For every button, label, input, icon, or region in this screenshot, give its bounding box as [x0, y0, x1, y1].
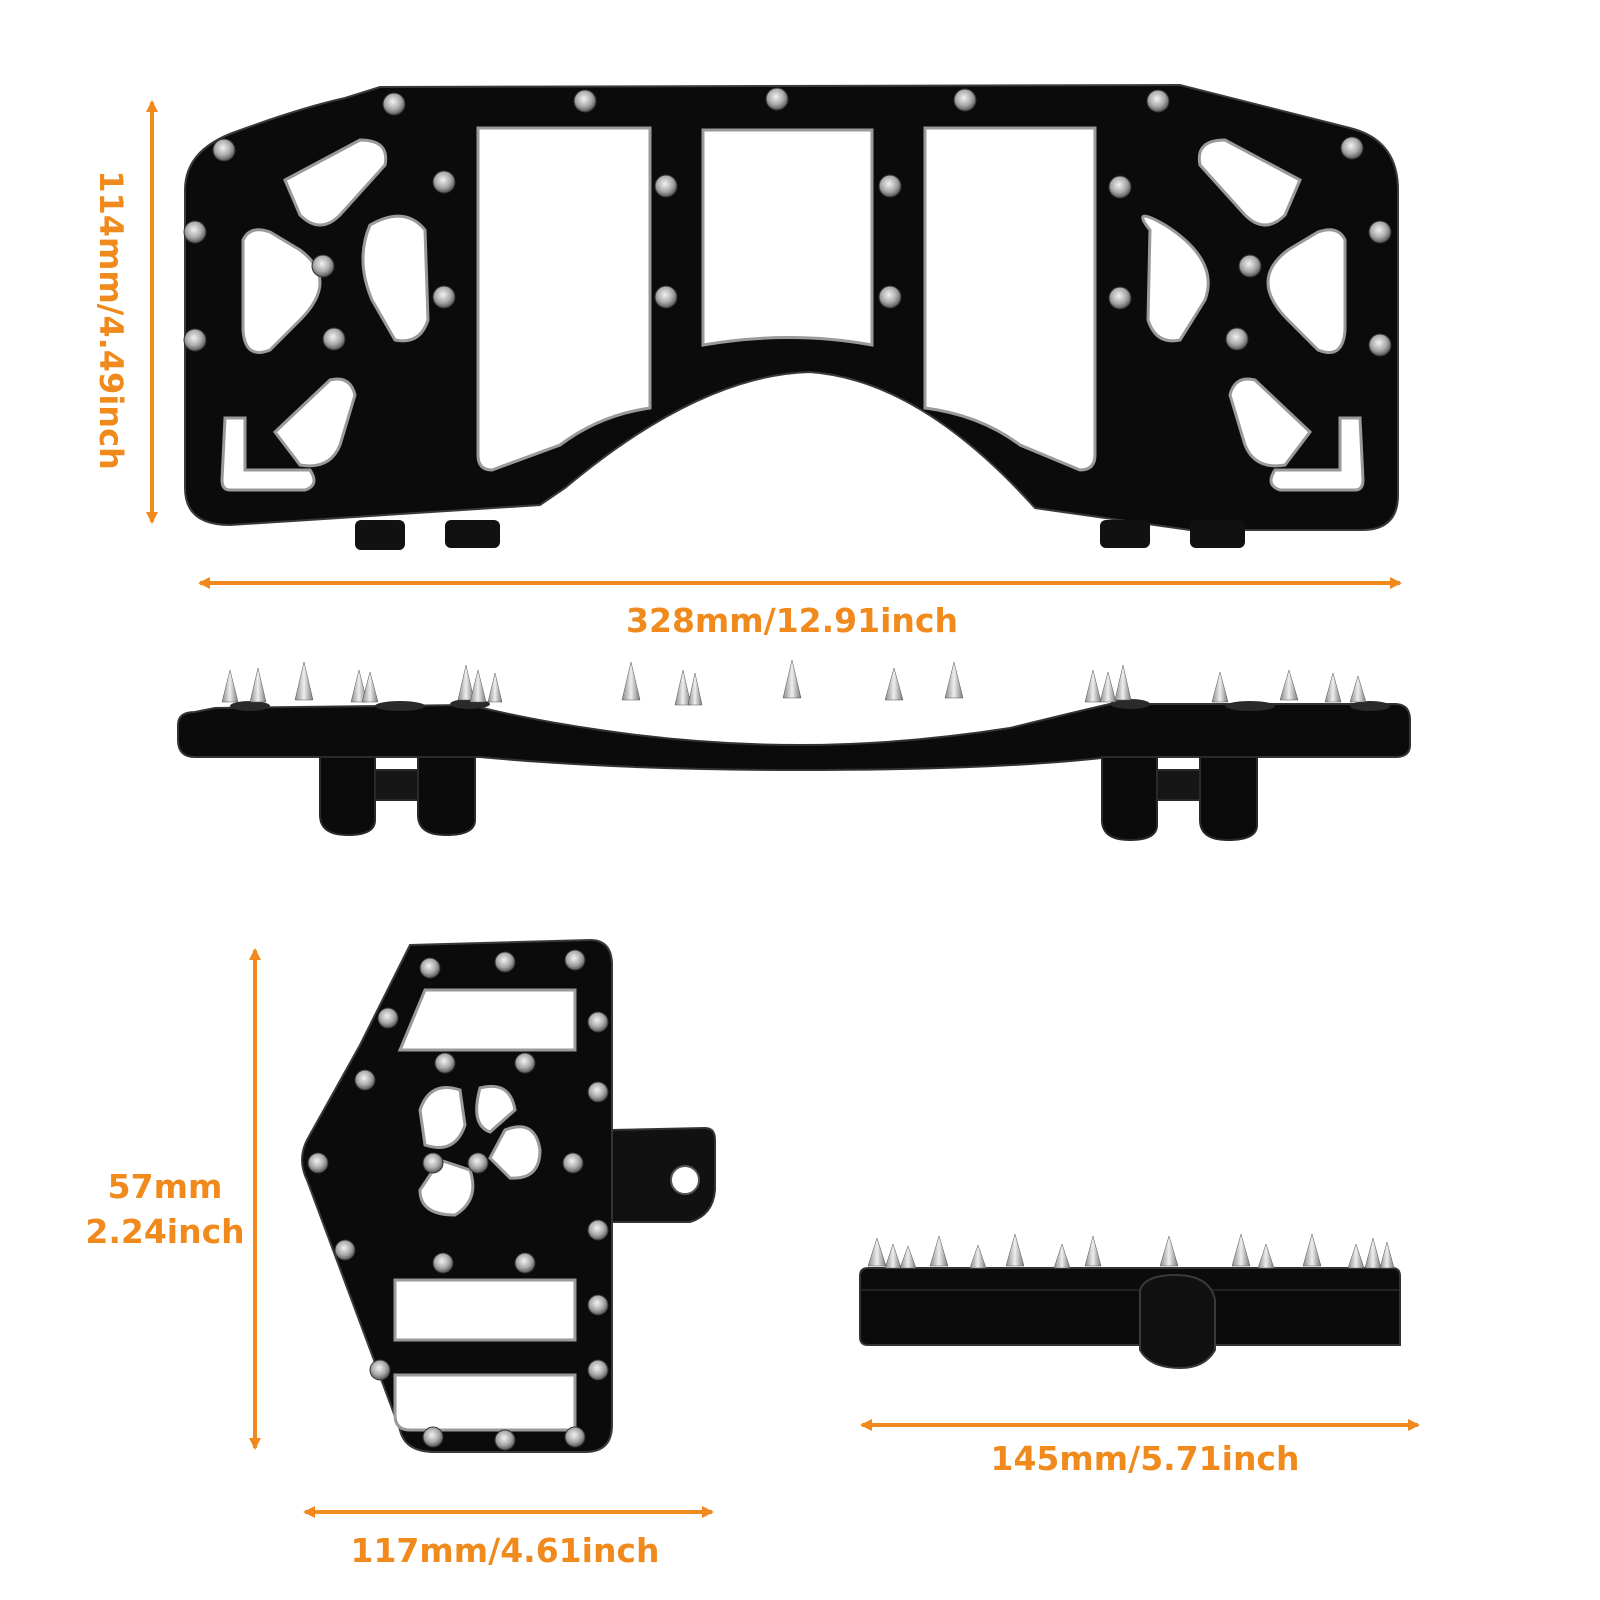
top-view-peg	[301, 938, 716, 1453]
top-width-dimension: 328mm/12.91inch	[198, 577, 1402, 640]
peg-height-dimension: 57mm 2.24inch	[85, 948, 261, 1450]
side-peg-spikes	[867, 1233, 1395, 1269]
peg-height-label-in: 2.24inch	[85, 1212, 244, 1251]
side-peg-mount	[1139, 1273, 1216, 1370]
peg-height-label-mm: 57mm	[108, 1167, 223, 1206]
floorboard-bolts	[183, 87, 1392, 357]
peg-bolts	[307, 949, 609, 1451]
peg-width-label: 117mm/4.61inch	[351, 1531, 660, 1570]
top-height-dimension: 114mm/4.49inch	[92, 100, 158, 524]
top-height-label: 114mm/4.49inch	[92, 170, 130, 470]
peg-mount-tab	[611, 1126, 716, 1223]
top-view-floorboard	[183, 83, 1399, 550]
peg-width-dimension: 117mm/4.61inch	[303, 1506, 714, 1570]
side-floorboard-body	[177, 703, 1411, 772]
side-peg-body	[859, 1267, 1401, 1346]
side-view-floorboard	[177, 659, 1411, 842]
side-floorboard-mounts	[319, 756, 1258, 842]
top-width-label: 328mm/12.91inch	[626, 601, 958, 640]
peg-cutouts	[393, 988, 577, 1432]
side-floorboard-spikes	[221, 659, 1367, 706]
side-width-dimension: 145mm/5.71inch	[860, 1419, 1420, 1478]
floorboard-tabs	[355, 520, 1245, 550]
floorboard-windows	[220, 126, 1365, 492]
side-view-peg	[859, 1233, 1401, 1370]
side-width-label: 145mm/5.71inch	[991, 1439, 1300, 1478]
